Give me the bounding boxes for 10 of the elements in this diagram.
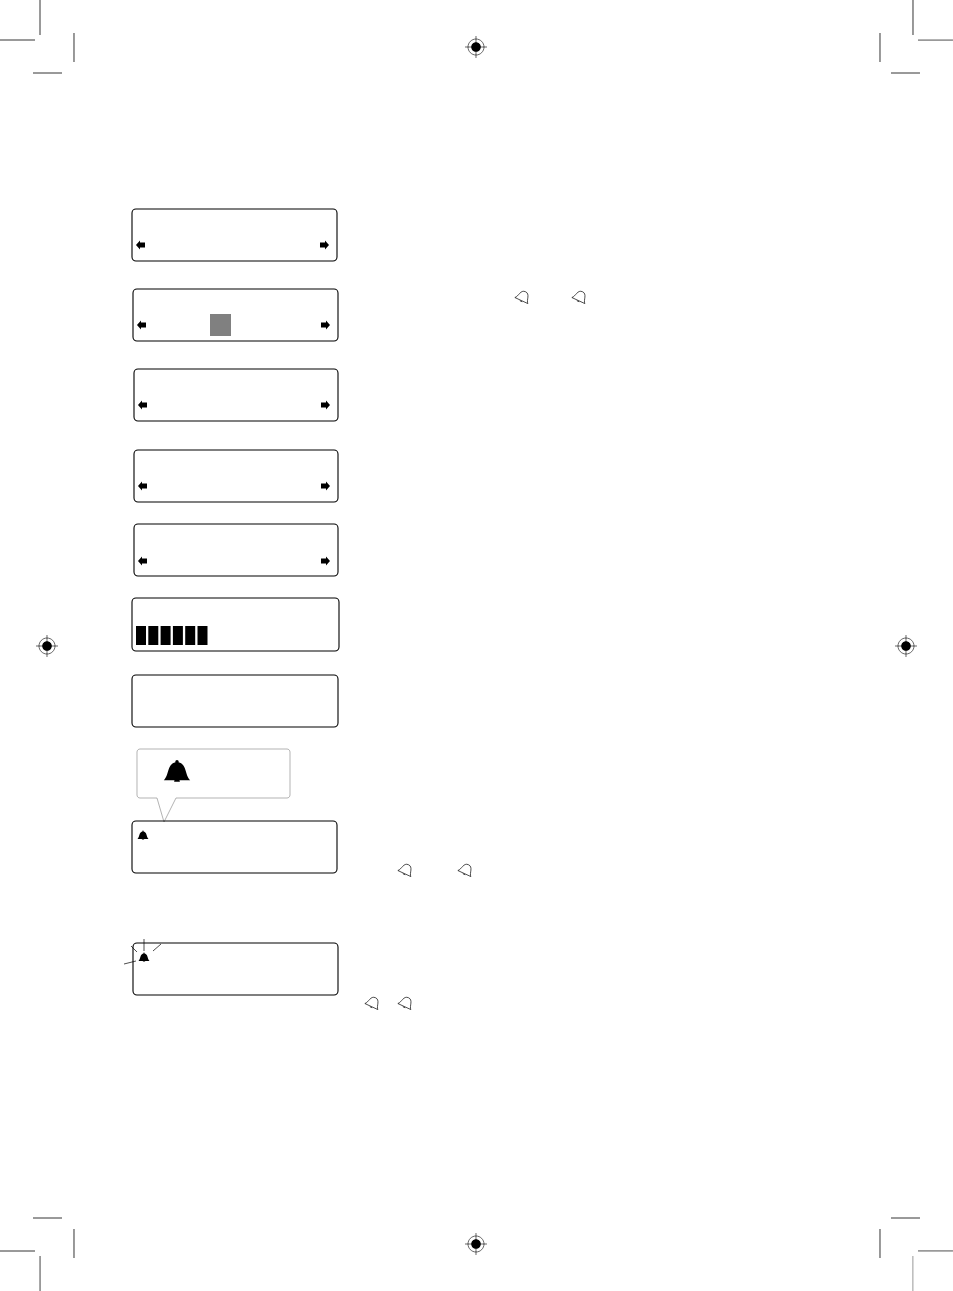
lcd-display [133, 368, 339, 422]
lcd-display [133, 523, 339, 577]
lcd-display [131, 674, 339, 728]
lcd-display [132, 942, 339, 996]
lcd-display [133, 449, 339, 503]
callout-bubble [136, 748, 291, 823]
lcd-display [132, 288, 339, 342]
lcd-display [131, 820, 338, 874]
lcd-display [131, 208, 338, 262]
lcd-display [131, 597, 340, 652]
